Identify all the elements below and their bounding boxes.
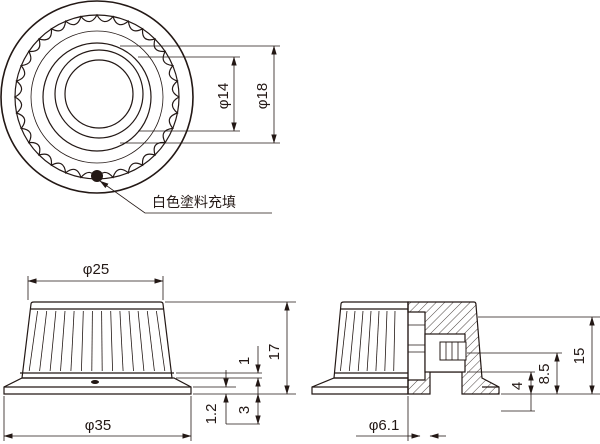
rib-line bbox=[137, 310, 145, 372]
outer-rim bbox=[0, 0, 194, 194]
rib-line bbox=[70, 310, 75, 372]
rib-line bbox=[119, 310, 124, 372]
rib-line bbox=[39, 310, 48, 372]
knob-body bbox=[21, 301, 173, 379]
index-mark bbox=[91, 380, 99, 384]
rib-line bbox=[110, 310, 113, 372]
rib-line bbox=[375, 310, 380, 372]
bore-inner-circle bbox=[64, 59, 134, 129]
rib-line bbox=[384, 310, 388, 372]
top-view: φ14 φ18 白色塗料充填 bbox=[0, 0, 280, 214]
rib-line bbox=[60, 310, 66, 372]
dim-mid-label: 8.5 bbox=[536, 364, 553, 385]
rib-line bbox=[393, 310, 396, 372]
dim-flange-thickness-label: 1.2 bbox=[203, 404, 220, 425]
rib-line bbox=[28, 310, 38, 372]
dim-height-label: 17 bbox=[266, 344, 283, 361]
inner-cap-circle bbox=[42, 42, 152, 152]
rib-line bbox=[128, 310, 134, 372]
rib-line bbox=[348, 310, 356, 372]
flange bbox=[3, 377, 192, 395]
rib-line bbox=[101, 310, 103, 372]
rib-line bbox=[156, 310, 166, 372]
section-view: φ6.1 15 8.5 4 bbox=[311, 301, 600, 441]
bore-outer-circle bbox=[54, 49, 144, 139]
knurl-ring bbox=[13, 13, 180, 181]
section-flange-left bbox=[311, 377, 409, 395]
dim-step-label: 1 bbox=[236, 357, 253, 365]
dim-low-label: 4 bbox=[509, 382, 526, 390]
index-dot bbox=[91, 170, 103, 182]
dim-outer-label: φ18 bbox=[254, 83, 271, 109]
knurl-inner-circle bbox=[30, 30, 164, 164]
dim-base-label: φ35 bbox=[85, 417, 111, 434]
knurl-ribs bbox=[28, 310, 166, 372]
dim-overall-label: 15 bbox=[571, 348, 588, 365]
dim-flange-offset-label: 3 bbox=[236, 406, 253, 414]
rib-line bbox=[146, 310, 155, 372]
rib-line bbox=[91, 310, 93, 372]
dim-inner-label: φ14 bbox=[215, 83, 232, 109]
rib-line bbox=[366, 310, 372, 372]
set-screw bbox=[439, 341, 467, 361]
knurl-ribs bbox=[340, 310, 396, 372]
rib-line bbox=[357, 310, 364, 372]
dim-top-label: φ25 bbox=[83, 261, 109, 278]
knurl-scallops bbox=[13, 13, 180, 181]
rib-line bbox=[81, 310, 84, 372]
note-label: 白色塗料充填 bbox=[152, 194, 236, 211]
rib-line bbox=[340, 310, 348, 372]
note-leader bbox=[99, 180, 272, 214]
front-view: φ25 φ35 17 1 1.2 3 bbox=[3, 261, 296, 441]
rib-line bbox=[49, 310, 57, 372]
dim-shaft-label: φ6.1 bbox=[369, 417, 400, 434]
